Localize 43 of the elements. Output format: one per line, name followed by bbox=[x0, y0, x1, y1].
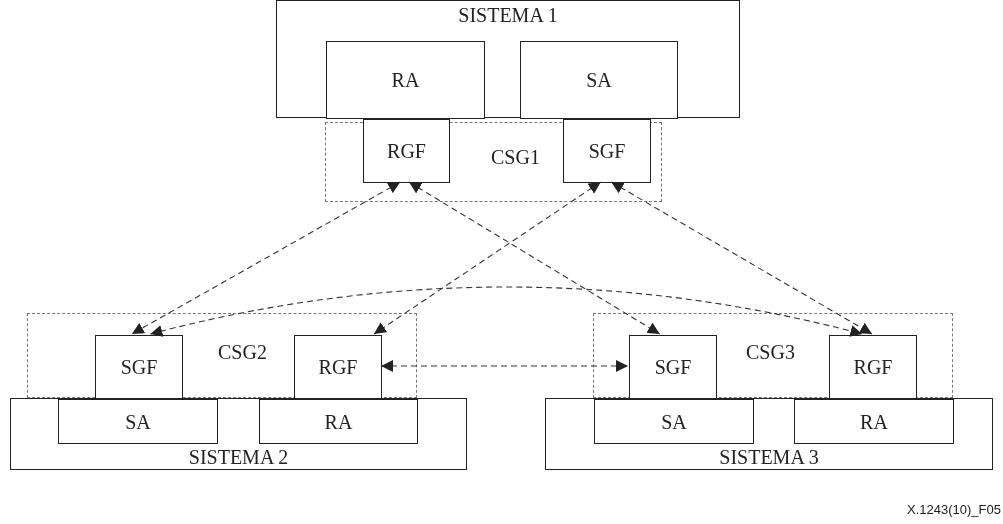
dashed-arrow bbox=[373, 181, 602, 335]
agent-box bbox=[326, 41, 485, 119]
system-label: SISTEMA 3 bbox=[718, 447, 820, 467]
function-box bbox=[363, 119, 450, 183]
dashed-arrow bbox=[380, 360, 629, 372]
group-label: CSG2 bbox=[218, 342, 267, 362]
box-label: SA bbox=[586, 70, 612, 90]
agent-box bbox=[520, 41, 678, 119]
function-box bbox=[829, 335, 917, 399]
box-label: SGF bbox=[120, 357, 158, 377]
box-label: RA bbox=[860, 411, 888, 432]
function-box bbox=[95, 335, 183, 399]
system-label: SISTEMA 2 bbox=[187, 447, 290, 467]
box-label: SGF bbox=[654, 357, 692, 377]
agent-box bbox=[594, 399, 754, 444]
dashed-arrow bbox=[408, 181, 661, 335]
function-box bbox=[629, 335, 717, 399]
dashed-arrow bbox=[149, 286, 863, 337]
dashed-group-box bbox=[593, 313, 953, 398]
box-label: RGF bbox=[318, 357, 358, 377]
agent-box bbox=[259, 399, 418, 444]
system-box bbox=[276, 0, 740, 118]
box-label: RGF bbox=[853, 357, 893, 377]
system-box bbox=[10, 398, 467, 470]
dashed-group-box bbox=[27, 313, 417, 398]
box-label: SA bbox=[661, 411, 687, 432]
system-box bbox=[545, 398, 993, 470]
box-label: RGF bbox=[387, 141, 426, 161]
dashed-arrow bbox=[131, 181, 401, 335]
box-label: RA bbox=[324, 411, 353, 432]
dashed-arrow bbox=[610, 181, 873, 335]
function-box bbox=[294, 335, 382, 399]
agent-box bbox=[794, 399, 954, 444]
box-label: SA bbox=[125, 411, 151, 432]
box-label: RA bbox=[391, 70, 420, 90]
group-label: CSG1 bbox=[491, 147, 540, 167]
system-label: SISTEMA 1 bbox=[457, 5, 559, 25]
function-box bbox=[563, 119, 651, 183]
figure-id: X.1243(10)_F05 bbox=[907, 501, 1001, 519]
box-label: SGF bbox=[588, 141, 626, 161]
agent-box bbox=[58, 399, 218, 444]
dashed-group-box bbox=[325, 122, 662, 202]
group-label: CSG3 bbox=[746, 342, 795, 362]
